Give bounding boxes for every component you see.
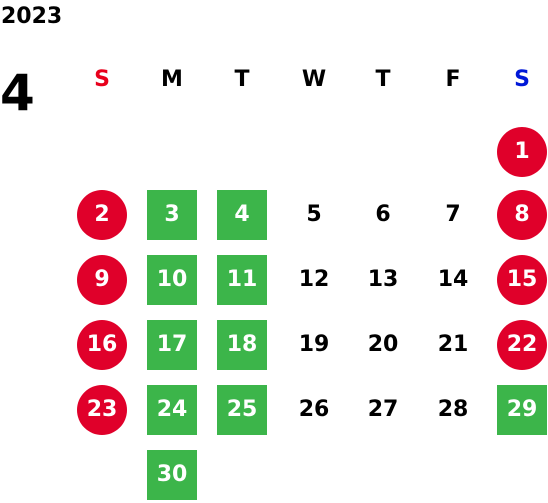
day-cell[interactable]: 13	[367, 267, 399, 292]
day-cell[interactable]: 9	[77, 255, 127, 305]
weekday-header: S	[94, 67, 110, 92]
day-cell[interactable]: 14	[437, 267, 469, 292]
day-cell[interactable]: 19	[298, 332, 330, 357]
day-cell[interactable]: 22	[497, 320, 547, 370]
month-label: 4	[0, 64, 35, 122]
weekday-header: T	[234, 67, 250, 92]
day-cell[interactable]: 30	[147, 450, 197, 500]
weekday-header: W	[301, 67, 327, 92]
weekday-header: S	[514, 67, 530, 92]
day-cell[interactable]: 29	[497, 385, 547, 435]
day-cell[interactable]: 4	[217, 190, 267, 240]
day-cell[interactable]: 7	[445, 202, 461, 227]
day-cell[interactable]: 23	[77, 385, 127, 435]
day-cell[interactable]: 1	[497, 127, 547, 177]
day-cell[interactable]: 26	[298, 397, 330, 422]
day-cell[interactable]: 5	[306, 202, 322, 227]
day-cell[interactable]: 3	[147, 190, 197, 240]
day-cell[interactable]: 15	[497, 255, 547, 305]
weekday-header: M	[161, 67, 183, 92]
year-label: 2023	[1, 4, 63, 29]
day-cell[interactable]: 24	[147, 385, 197, 435]
day-cell[interactable]: 21	[437, 332, 469, 357]
day-cell[interactable]: 17	[147, 320, 197, 370]
day-cell[interactable]: 10	[147, 255, 197, 305]
day-cell[interactable]: 18	[217, 320, 267, 370]
day-cell[interactable]: 12	[298, 267, 330, 292]
day-cell[interactable]: 6	[375, 202, 391, 227]
day-cell[interactable]: 8	[497, 190, 547, 240]
weekday-header: F	[445, 67, 461, 92]
day-cell[interactable]: 2	[77, 190, 127, 240]
day-cell[interactable]: 16	[77, 320, 127, 370]
day-cell[interactable]: 20	[367, 332, 399, 357]
day-cell[interactable]: 28	[437, 397, 469, 422]
day-cell[interactable]: 25	[217, 385, 267, 435]
day-cell[interactable]: 27	[367, 397, 399, 422]
day-cell[interactable]: 11	[217, 255, 267, 305]
weekday-header: T	[375, 67, 391, 92]
